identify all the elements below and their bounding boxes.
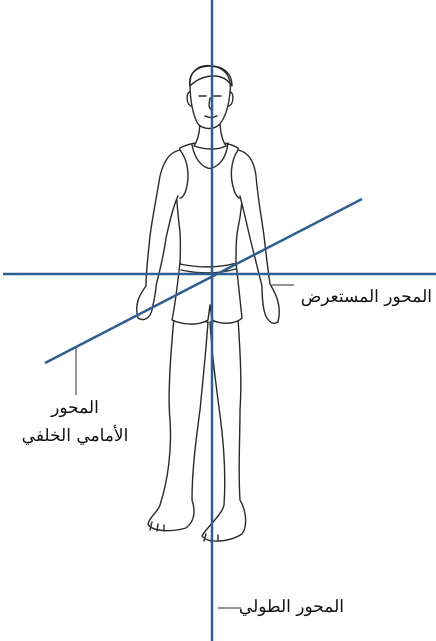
longitudinal-axis-label: المحور الطولي bbox=[239, 597, 344, 617]
transverse-axis-label: المحور المستعرض bbox=[301, 287, 432, 307]
left-arm bbox=[137, 150, 180, 320]
right-arm bbox=[238, 150, 279, 323]
anteroposterior-axis-label-line2: الأمامي الخلفي bbox=[22, 425, 129, 446]
anteroposterior-axis-label-line1: المحور bbox=[50, 398, 99, 418]
right-leg bbox=[202, 318, 246, 541]
head bbox=[190, 66, 230, 129]
left-leg bbox=[148, 318, 208, 531]
